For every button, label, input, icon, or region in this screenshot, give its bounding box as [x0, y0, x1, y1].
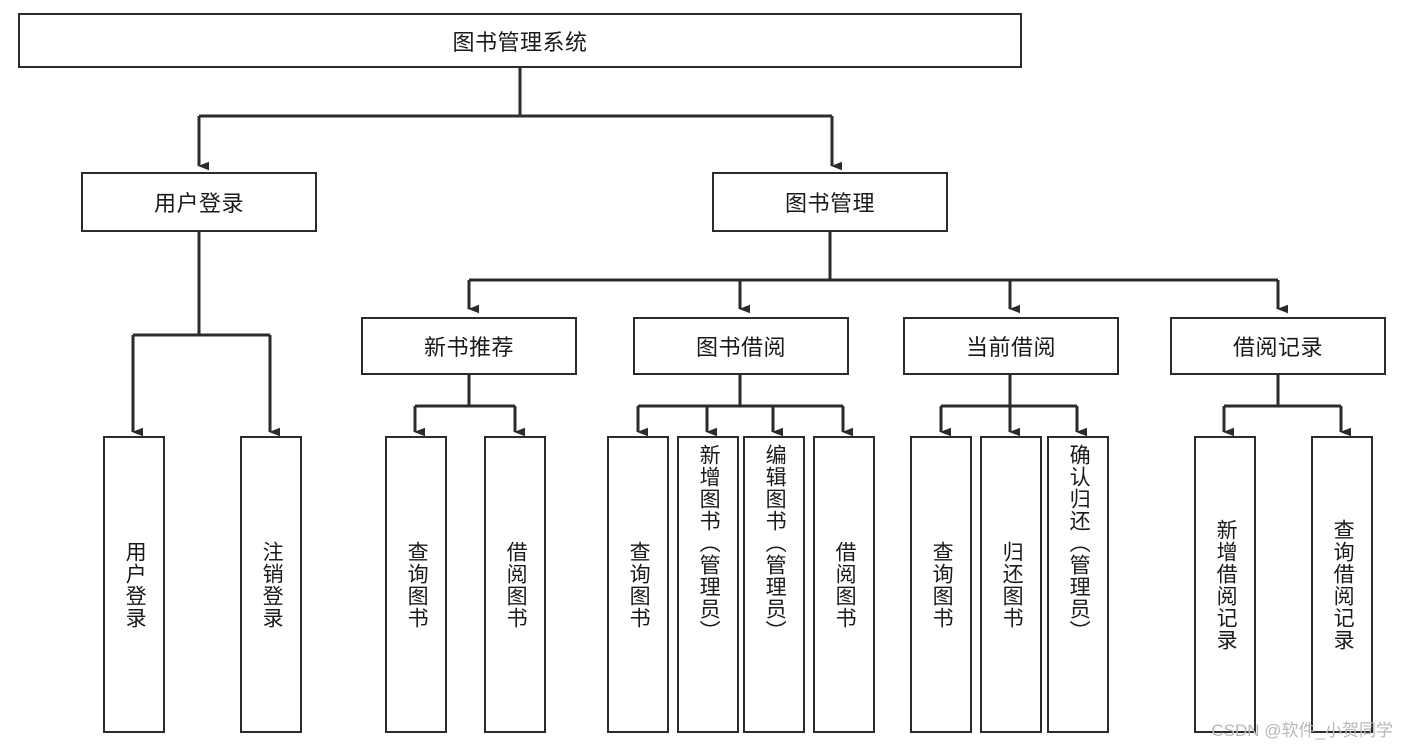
- node-label: 用户登录: [153, 191, 244, 216]
- node-label: 当前借阅: [965, 335, 1056, 360]
- leaf-borrow-record-query[interactable]: 查询借阅记录: [1311, 436, 1373, 733]
- leaf-new-book-borrow[interactable]: 借阅图书: [484, 436, 546, 733]
- leaf-book-borrow-query[interactable]: 查询图书: [607, 436, 669, 733]
- node-label: 归还图书: [1000, 540, 1024, 629]
- node-label: 新书推荐: [423, 335, 514, 360]
- node-new-book-recommend[interactable]: 新书推荐: [361, 317, 577, 375]
- node-label: 借阅图书: [833, 540, 857, 629]
- node-label: 用户登录: [123, 540, 147, 629]
- node-label: 查询图书: [930, 540, 954, 629]
- node-label: 图书借阅: [695, 335, 786, 360]
- node-book-management[interactable]: 图书管理: [712, 172, 948, 232]
- node-label: 注销登录: [260, 540, 284, 629]
- node-label: 借阅记录: [1232, 335, 1323, 360]
- leaf-book-borrow-edit[interactable]: 编辑图书（管理员）: [743, 436, 805, 733]
- node-borrow-record[interactable]: 借阅记录: [1170, 317, 1386, 375]
- node-label: 新增借阅记录: [1214, 518, 1238, 651]
- leaf-current-borrow-confirm-return[interactable]: 确认归还（管理员）: [1047, 436, 1109, 733]
- leaf-current-borrow-return[interactable]: 归还图书: [980, 436, 1042, 733]
- leaf-user-login-login[interactable]: 用户登录: [103, 436, 165, 733]
- leaf-current-borrow-query[interactable]: 查询图书: [910, 436, 972, 733]
- leaf-book-borrow-add[interactable]: 新增图书（管理员）: [677, 436, 739, 733]
- watermark-text: CSDN @软件_小贺同学: [1211, 721, 1393, 740]
- leaf-book-borrow-borrow[interactable]: 借阅图书: [813, 436, 875, 733]
- node-label: 新增图书（管理员）: [697, 444, 721, 642]
- node-root-system[interactable]: 图书管理系统: [18, 13, 1022, 68]
- node-label: 查询图书: [405, 540, 429, 629]
- leaf-new-book-query[interactable]: 查询图书: [385, 436, 447, 733]
- node-label: 图书管理系统: [452, 29, 588, 55]
- leaf-borrow-record-add[interactable]: 新增借阅记录: [1194, 436, 1256, 733]
- node-current-borrow[interactable]: 当前借阅: [903, 317, 1119, 375]
- node-label: 图书管理: [784, 191, 875, 216]
- node-label: 确认归还（管理员）: [1067, 444, 1091, 642]
- node-label: 借阅图书: [504, 540, 528, 629]
- leaf-user-login-logout[interactable]: 注销登录: [240, 436, 302, 733]
- node-label: 查询借阅记录: [1331, 518, 1355, 651]
- node-user-login[interactable]: 用户登录: [81, 172, 317, 232]
- node-book-borrow[interactable]: 图书借阅: [633, 317, 849, 375]
- node-label: 编辑图书（管理员）: [763, 444, 787, 642]
- node-label: 查询图书: [627, 540, 651, 629]
